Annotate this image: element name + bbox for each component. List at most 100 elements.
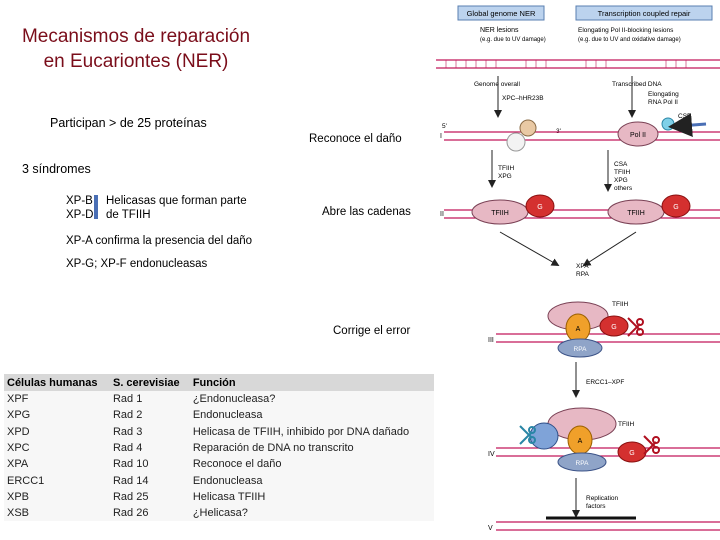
elong-lesions-label: Elongating Pol II-blocking lesions	[578, 27, 674, 34]
cell: ¿Helicasa?	[192, 507, 248, 520]
g-left-label: G	[537, 204, 542, 211]
cell: Rad 1	[112, 393, 143, 406]
cell: XPD	[7, 425, 30, 438]
g-iv-label: G	[629, 450, 634, 457]
slide-title: Mecanismos de reparación en Eucariontes …	[0, 24, 272, 74]
cell: ERCC1	[7, 474, 45, 487]
csb-arrow	[668, 113, 707, 138]
corrige-label: Corrige el error	[333, 325, 411, 337]
header-celulas: Células humanas	[4, 374, 110, 391]
cell: Helicasa TFIIH	[192, 490, 266, 503]
xpg-text: XP-G; XP-F endonucleasas	[66, 258, 208, 270]
xpc-protein	[519, 119, 537, 137]
rpa-iii	[557, 338, 603, 358]
cell: Reparación de DNA no transcrito	[192, 442, 354, 455]
tfiih-label-2: TFIIH	[614, 169, 631, 176]
hr23b-protein	[506, 132, 526, 152]
table-row: XPC Rad 4 Reparación de DNA no transcrito	[4, 440, 434, 456]
replication-label: Replication	[586, 495, 619, 502]
rpa-iii-label: RPA	[574, 346, 588, 353]
pol2-protein	[617, 121, 659, 147]
tfiih-iv-label: TFIIH	[618, 421, 635, 428]
step-iii-label: III	[488, 337, 494, 344]
table-row: ERCC1 Rad 14 Endonucleasa	[4, 472, 434, 488]
five-prime-label: 5'	[442, 123, 447, 130]
g-iii-label: G	[611, 324, 616, 331]
csa-label: CSA	[614, 161, 628, 168]
rpa-iv	[557, 452, 607, 472]
bracket-bar	[94, 195, 98, 219]
scissors-icon-right	[643, 435, 660, 455]
cell: Helicasa de TFIIH, inhibido por DNA daña…	[192, 425, 410, 438]
csb-label: CSB	[678, 113, 691, 120]
csb-protein	[661, 117, 675, 131]
tfiih-label-1: TFIIH	[498, 165, 515, 172]
ercc1-label: ERCC1–XPF	[586, 379, 624, 386]
tfiih-right-label: TFIIH	[627, 210, 645, 217]
cell: XPB	[7, 490, 30, 503]
xpg-left	[525, 194, 555, 218]
ner-lesions-sub: (e.g. due to UV damage)	[480, 37, 546, 43]
scissors-icon-left	[519, 425, 536, 445]
cell: Rad 3	[112, 425, 143, 438]
step-v-label: V	[488, 525, 493, 532]
title-line-2: en Eucariontes (NER)	[43, 51, 229, 72]
helicasas-line-2: de TFIIH	[106, 209, 151, 221]
ner-pathway-diagram: Global genome NER Transcription coupled …	[436, 5, 720, 532]
cell: Rad 4	[112, 442, 143, 455]
abre-label: Abre las cadenas	[322, 206, 411, 218]
cell: XPA	[7, 458, 29, 471]
g-right-label: G	[673, 204, 678, 211]
cell: XSB	[7, 507, 30, 520]
rpa-iv-label: RPA	[576, 460, 590, 467]
elongating-label: Elongating	[648, 91, 679, 98]
cell: XPF	[7, 393, 29, 406]
xpa-text: XP-A confirma la presencia del daño	[66, 235, 253, 247]
arrow-ii-iii-left	[499, 231, 560, 266]
cell: Rad 25	[112, 490, 149, 503]
scissors-icon	[627, 317, 644, 337]
xpg-right	[661, 194, 691, 218]
genes-table: Células humanas S. cerevisiae Función XP…	[4, 374, 434, 522]
cell: Rad 14	[112, 474, 149, 487]
tcr-label: Transcription coupled repair	[598, 9, 691, 18]
rpa-label: RPA	[576, 271, 590, 278]
ner-lesions-label: NER lesions	[480, 27, 519, 34]
cell: Rad 26	[112, 507, 149, 520]
dna-step-v	[496, 521, 720, 531]
xpg-label-2: XPG	[614, 177, 628, 184]
cell: Reconoce el daño	[192, 458, 282, 471]
step-ii-label: II	[440, 211, 444, 218]
tfiih-left-label: TFIIH	[491, 210, 509, 217]
cell: Rad 10	[112, 458, 149, 471]
cell: ¿Endonucleasa?	[192, 393, 276, 406]
xpb-label: XP-B	[66, 195, 93, 207]
table-row: XPG Rad 2 Endonucleasa	[4, 407, 434, 423]
tfiih-iii-label: TFIIH	[612, 301, 629, 308]
cell: XPC	[7, 442, 30, 455]
participan-text: Participan > de 25 proteínas	[50, 116, 207, 130]
xpa-label: XPA	[576, 263, 589, 270]
cell: Rad 2	[112, 409, 143, 422]
table-header-row: Células humanas S. cerevisiae Función	[4, 374, 434, 391]
sindromes-text: 3 síndromes	[22, 162, 91, 176]
cell: Endonucleasa	[192, 474, 263, 487]
reconoce-label: Reconoce el daño	[309, 133, 402, 145]
elong-lesions-sub: (e.g. due to UV and oxidative damage)	[578, 37, 681, 43]
cell: Endonucleasa	[192, 409, 263, 422]
title-line-1: Mecanismos de reparación	[21, 26, 251, 47]
cell: XPG	[7, 409, 31, 422]
dna-top-ticks	[445, 60, 687, 68]
xpc-label: XPC–hHR23B	[502, 95, 544, 102]
table-row: XSB Rad 26 ¿Helicasa?	[4, 505, 434, 521]
xpd-label: XP-D	[66, 209, 94, 221]
step-iv-label: IV	[488, 451, 495, 458]
rna-pol-label: RNA Pol II	[648, 99, 678, 106]
tcr-box	[575, 5, 713, 21]
genome-overall-label: Genome overall	[474, 81, 520, 88]
dna-step-i	[444, 131, 720, 141]
factors-label: factors	[586, 503, 606, 510]
a-iv-label: A	[578, 438, 583, 445]
a-iii-label: A	[576, 326, 581, 333]
transcribed-dna-label: Transcribed DNA	[612, 81, 662, 88]
